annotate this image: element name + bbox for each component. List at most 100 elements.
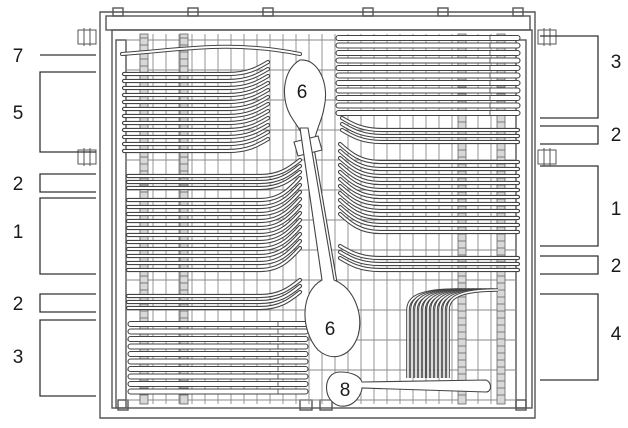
callout-left-3 bbox=[39, 319, 96, 397]
fork bbox=[339, 164, 519, 184]
spoon bbox=[127, 171, 301, 189]
fork bbox=[123, 68, 269, 82]
callout-label-3: 3 bbox=[13, 347, 24, 368]
roller-wheel-icon bbox=[537, 148, 557, 166]
knife bbox=[335, 94, 521, 102]
spoon bbox=[127, 247, 301, 271]
dessert-spoon bbox=[326, 371, 492, 407]
spoon bbox=[127, 233, 301, 257]
item-label-spoon: 6 bbox=[325, 319, 336, 340]
callout-label-r2a: 2 bbox=[611, 125, 622, 146]
spoon bbox=[127, 291, 301, 309]
spoon bbox=[127, 184, 301, 208]
spoon bbox=[127, 240, 301, 264]
fork bbox=[339, 245, 519, 259]
fork bbox=[123, 117, 269, 131]
knife bbox=[127, 335, 309, 343]
fork bbox=[123, 75, 269, 89]
teaspoon bbox=[446, 288, 499, 378]
fork bbox=[341, 129, 519, 143]
knife bbox=[127, 365, 309, 373]
knife bbox=[335, 79, 521, 87]
knife bbox=[335, 57, 521, 64]
fork bbox=[123, 103, 269, 117]
knife bbox=[127, 320, 309, 328]
knife bbox=[335, 49, 521, 57]
fork bbox=[339, 185, 519, 205]
callout-right-3 bbox=[540, 35, 599, 119]
roller-wheel-icon bbox=[77, 148, 97, 166]
spoon bbox=[127, 177, 301, 201]
callout-left-2b bbox=[39, 293, 96, 313]
knife bbox=[127, 358, 309, 365]
fork bbox=[123, 82, 269, 96]
teaspoon bbox=[447, 289, 499, 378]
callout-right-2b bbox=[540, 255, 599, 275]
knife bbox=[127, 388, 309, 395]
fork bbox=[123, 61, 269, 75]
callout-left-2a bbox=[39, 173, 96, 193]
spoon bbox=[127, 159, 301, 177]
callout-label-5: 5 bbox=[13, 103, 24, 124]
fork bbox=[339, 199, 519, 219]
callout-label-1: 1 bbox=[13, 222, 24, 243]
knife bbox=[335, 102, 521, 109]
knife bbox=[335, 109, 521, 117]
callout-label-r4: 4 bbox=[611, 324, 622, 345]
fork bbox=[123, 131, 269, 145]
knife bbox=[127, 380, 309, 388]
fork bbox=[339, 206, 519, 226]
callout-label-2b: 2 bbox=[13, 294, 24, 315]
knife bbox=[127, 373, 309, 380]
fork bbox=[339, 192, 519, 212]
fork bbox=[339, 178, 519, 198]
fork bbox=[123, 89, 269, 103]
knife bbox=[127, 328, 309, 335]
long-utensil bbox=[121, 45, 301, 55]
fork bbox=[123, 124, 269, 138]
spoon bbox=[127, 212, 301, 236]
callout-right-2a bbox=[540, 125, 599, 145]
callout-left-5 bbox=[39, 71, 96, 153]
fork bbox=[339, 213, 519, 233]
tray-frame bbox=[99, 7, 536, 419]
fork bbox=[123, 138, 269, 152]
roller-wheel-icon bbox=[77, 28, 97, 46]
spoon bbox=[127, 285, 301, 303]
knife bbox=[335, 64, 521, 72]
spoon bbox=[127, 226, 301, 250]
fork bbox=[339, 150, 519, 170]
fork bbox=[339, 257, 519, 271]
knife bbox=[335, 72, 521, 79]
fork bbox=[341, 117, 519, 131]
knife bbox=[127, 350, 309, 358]
knife bbox=[335, 34, 521, 42]
knife bbox=[127, 343, 309, 350]
fork bbox=[339, 251, 519, 265]
knife bbox=[335, 42, 521, 49]
spoon bbox=[127, 219, 301, 243]
callout-left-1 bbox=[39, 197, 96, 275]
fork bbox=[123, 110, 269, 124]
spoon bbox=[127, 279, 301, 297]
fork bbox=[339, 171, 519, 191]
callout-label-r1: 1 bbox=[611, 199, 622, 220]
spoon bbox=[127, 191, 301, 215]
spoon bbox=[127, 205, 301, 229]
fork bbox=[341, 123, 519, 137]
callout-label-2a: 2 bbox=[13, 174, 24, 195]
spoon bbox=[127, 198, 301, 222]
callout-label-r3: 3 bbox=[611, 52, 622, 73]
callout-right-4 bbox=[540, 293, 599, 381]
item-label-dessert-spoon: 8 bbox=[340, 380, 351, 401]
callout-label-7: 7 bbox=[13, 46, 24, 67]
cutlery-items bbox=[120, 34, 521, 395]
fork bbox=[339, 157, 519, 177]
callout-right-1 bbox=[540, 165, 599, 247]
serving-spoon bbox=[299, 127, 361, 358]
knife bbox=[335, 87, 521, 94]
item-label-ladle: 6 bbox=[297, 82, 308, 103]
roller-wheel-icon bbox=[537, 28, 557, 46]
fork bbox=[339, 143, 519, 163]
